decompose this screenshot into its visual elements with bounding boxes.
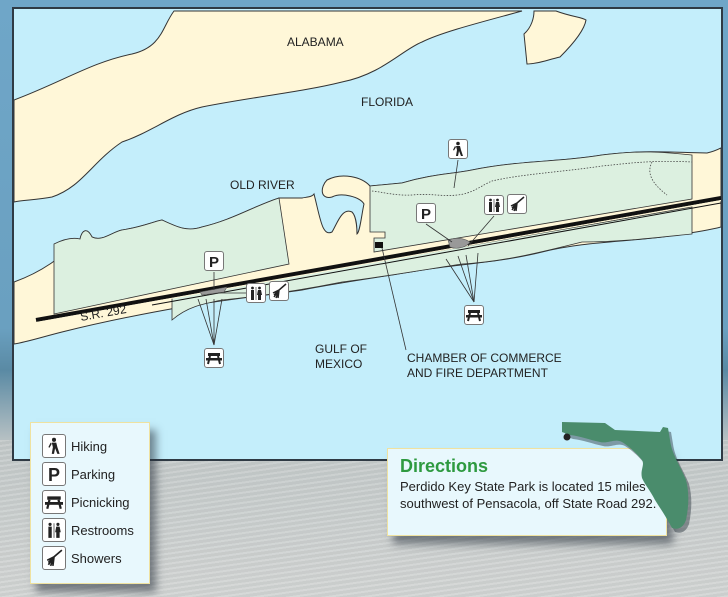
parking-icon: P xyxy=(42,462,66,486)
legend-item-restrooms: Restrooms xyxy=(42,517,134,543)
legend-item-parking: P Parking xyxy=(42,461,115,487)
hiking-icon xyxy=(42,434,66,458)
hiking-trail xyxy=(371,160,693,196)
map-drawing xyxy=(14,10,721,351)
legend-item-hiking: Hiking xyxy=(42,433,107,459)
island-top-right xyxy=(523,10,587,65)
alabama-land xyxy=(14,10,523,203)
picnicking-marker-icon[interactable] xyxy=(204,348,224,368)
legend-label: Restrooms xyxy=(71,522,134,538)
label-florida: FLORIDA xyxy=(361,95,414,109)
showers-marker-icon[interactable] xyxy=(507,194,527,214)
park-location-dot xyxy=(563,433,571,441)
park-area-east-north xyxy=(369,151,693,253)
florida-state-icon xyxy=(562,422,692,533)
restrooms-marker-icon[interactable] xyxy=(246,283,266,303)
restrooms-marker-icon[interactable] xyxy=(484,195,504,215)
road-sr-292 xyxy=(35,196,721,322)
map-legend: Hiking P Parking Picnicking Restrooms Sh… xyxy=(30,422,150,584)
restrooms-icon xyxy=(42,518,66,542)
label-old-river: OLD RIVER xyxy=(230,178,295,192)
legend-label: Parking xyxy=(71,466,116,482)
directions-text: Perdido Key State Park is located 15 mil… xyxy=(400,479,657,511)
showers-marker-icon[interactable] xyxy=(269,281,289,301)
svg-text:P: P xyxy=(209,254,219,269)
directions-title: Directions xyxy=(400,456,489,476)
legend-label: Hiking xyxy=(71,438,108,454)
chamber-building xyxy=(375,242,383,248)
directions-panel: Directions Perdido Key State Park is loc… xyxy=(387,448,667,536)
showers-icon xyxy=(42,546,66,570)
legend-item-picnicking: Picnicking xyxy=(42,489,130,515)
park-area-west xyxy=(53,197,290,315)
svg-text:P: P xyxy=(421,206,431,221)
picnicking-icon xyxy=(42,490,66,514)
label-alabama: ALABAMA xyxy=(287,35,344,49)
hiking-marker-icon[interactable] xyxy=(448,139,468,159)
parking-lot-east xyxy=(447,237,471,249)
picnicking-marker-icon[interactable] xyxy=(464,305,484,325)
svg-text:P: P xyxy=(48,465,60,483)
parking-marker-icon[interactable]: P xyxy=(204,251,224,271)
legend-item-showers: Showers xyxy=(42,545,122,571)
legend-label: Showers xyxy=(71,550,122,566)
parking-marker-icon[interactable]: P xyxy=(416,203,436,223)
legend-label: Picnicking xyxy=(71,494,130,510)
parking-lot-west xyxy=(199,286,228,296)
